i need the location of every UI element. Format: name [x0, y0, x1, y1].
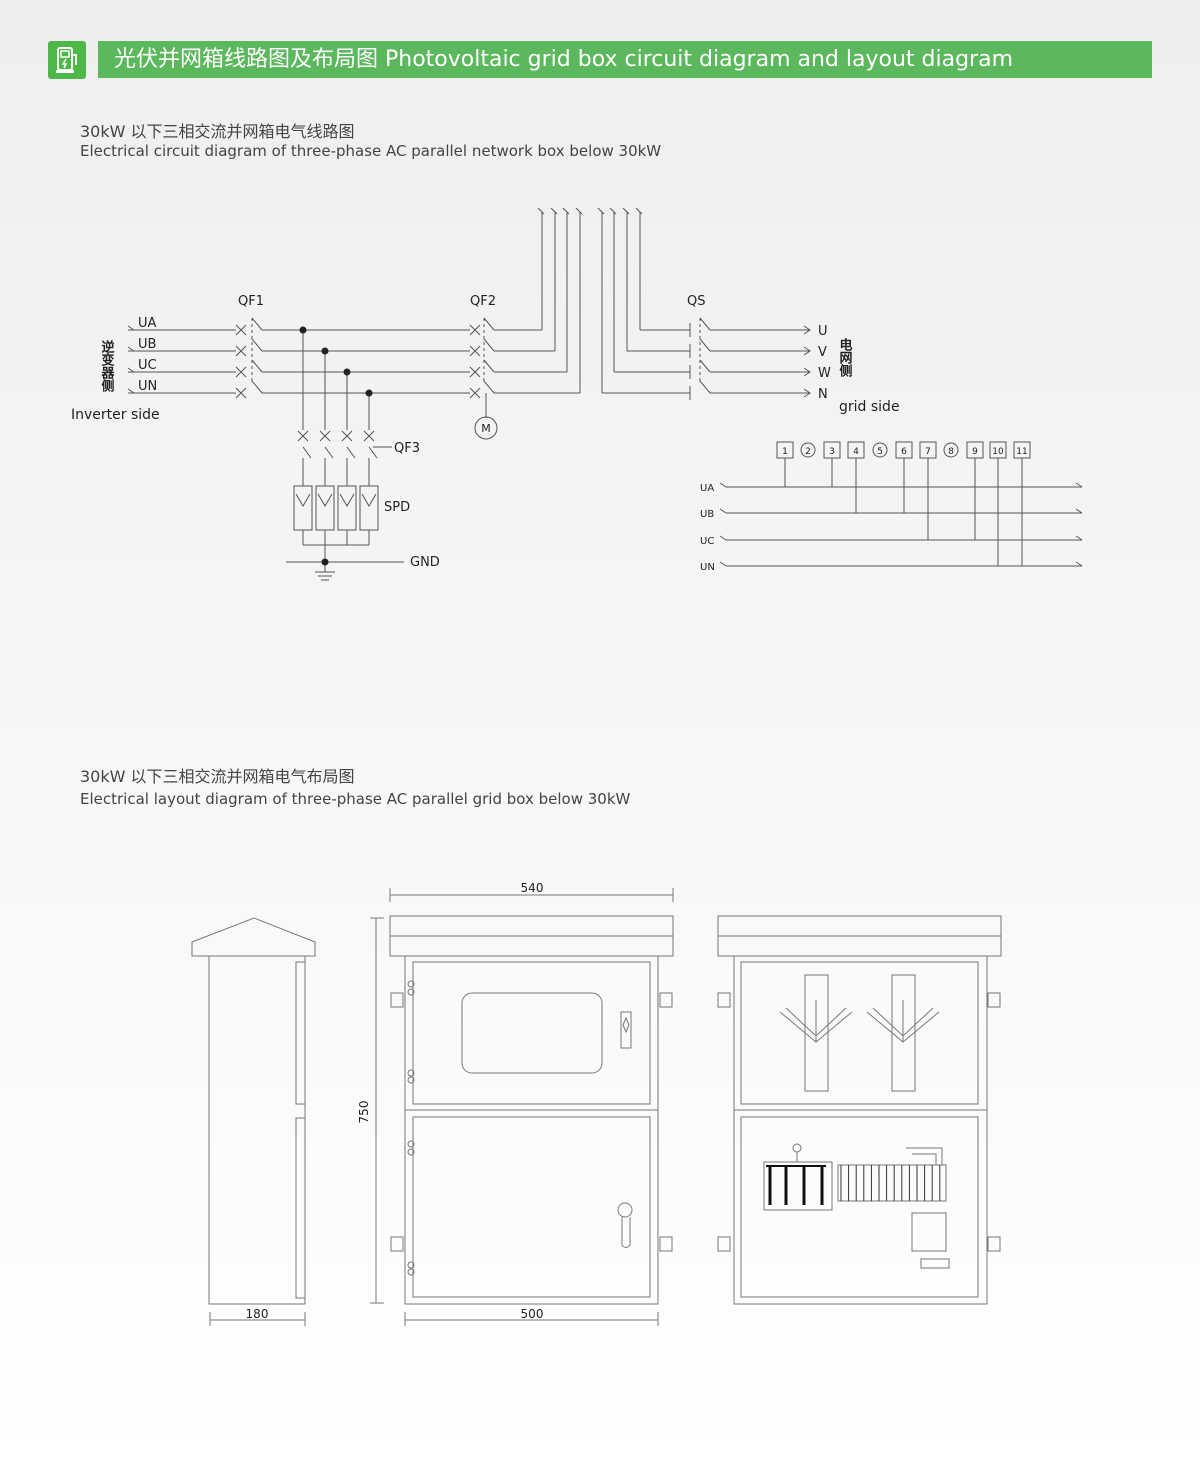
output-label-u: U — [818, 324, 828, 339]
output-label-v: V — [818, 345, 827, 360]
terminal-number: 3 — [829, 447, 835, 457]
terminal-box — [966, 441, 984, 459]
meter-label: M — [481, 422, 491, 435]
terminal-row-uc: UC — [700, 536, 714, 547]
terminal-labels: 1 2 3 4 5 6 7 8 9 10 11 — [776, 441, 1031, 459]
terminal-box — [1013, 441, 1031, 459]
side-view — [191, 917, 316, 1326]
grid-side-cn: 电网侧 — [837, 337, 853, 378]
qf1-label: QF1 — [238, 294, 264, 309]
terminal-box — [872, 442, 888, 458]
terminal-box — [823, 441, 841, 459]
front-view — [370, 888, 674, 1326]
dim-front-width: 500 — [521, 1307, 544, 1321]
terminal-box — [800, 442, 816, 458]
interior-view — [717, 915, 1002, 1305]
header-bar — [98, 41, 1152, 78]
interior-terminal-rail — [840, 1165, 941, 1201]
input-label-ub: UB — [138, 337, 156, 352]
layout-title-cn: 30kW 以下三相交流并网箱电气布局图 — [80, 767, 355, 786]
input-label-un: UN — [138, 379, 157, 394]
inverter-side-en: Inverter side — [71, 407, 160, 423]
gnd-label: GND — [410, 555, 440, 570]
terminal-number: 11 — [1016, 447, 1027, 457]
input-label-uc: UC — [138, 358, 157, 373]
terminal-row-un: UN — [700, 562, 715, 573]
grid-side-en: grid side — [839, 399, 900, 415]
terminal-block-wiring — [719, 458, 1083, 567]
qf2-label: QF2 — [470, 294, 496, 309]
input-label-ua: UA — [138, 316, 157, 331]
terminal-number: 6 — [901, 447, 907, 457]
inverter-side-cn: 逆变器侧 — [99, 339, 116, 393]
page-title: 光伏并网箱线路图及布局图 Photovoltaic grid box circu… — [114, 47, 1014, 72]
circuit-title-en: Electrical circuit diagram of three-phas… — [80, 142, 662, 160]
terminal-box — [943, 442, 959, 458]
output-label-n: N — [818, 387, 828, 402]
terminal-box — [919, 441, 937, 459]
solar-charger-icon — [48, 41, 86, 79]
terminal-number: 1 — [782, 447, 788, 457]
qf3-label: QF3 — [394, 441, 420, 456]
terminal-box — [895, 441, 913, 459]
terminal-box — [776, 441, 794, 459]
qs-label: QS — [687, 294, 705, 309]
terminal-number: 10 — [992, 447, 1004, 457]
terminal-number: 2 — [805, 447, 811, 457]
layout-title-en: Electrical layout diagram of three-phase… — [80, 790, 631, 808]
interior-main-breaker — [766, 1165, 826, 1205]
terminal-box — [847, 441, 865, 459]
dim-height: 750 — [357, 1101, 371, 1124]
dim-depth: 180 — [246, 1307, 269, 1321]
terminal-number: 7 — [925, 447, 931, 457]
terminal-number: 4 — [853, 447, 859, 457]
terminal-number: 8 — [948, 447, 954, 457]
terminal-box — [989, 441, 1007, 459]
output-label-w: W — [818, 366, 831, 381]
terminal-row-ua: UA — [700, 483, 714, 494]
dim-top-width: 540 — [521, 881, 544, 895]
terminal-row-ub: UB — [700, 509, 714, 520]
terminal-number: 9 — [972, 447, 978, 457]
terminal-number: 5 — [877, 447, 883, 457]
circuit-title-cn: 30kW 以下三相交流并网箱电气线路图 — [80, 122, 355, 141]
spd-label: SPD — [384, 500, 410, 515]
